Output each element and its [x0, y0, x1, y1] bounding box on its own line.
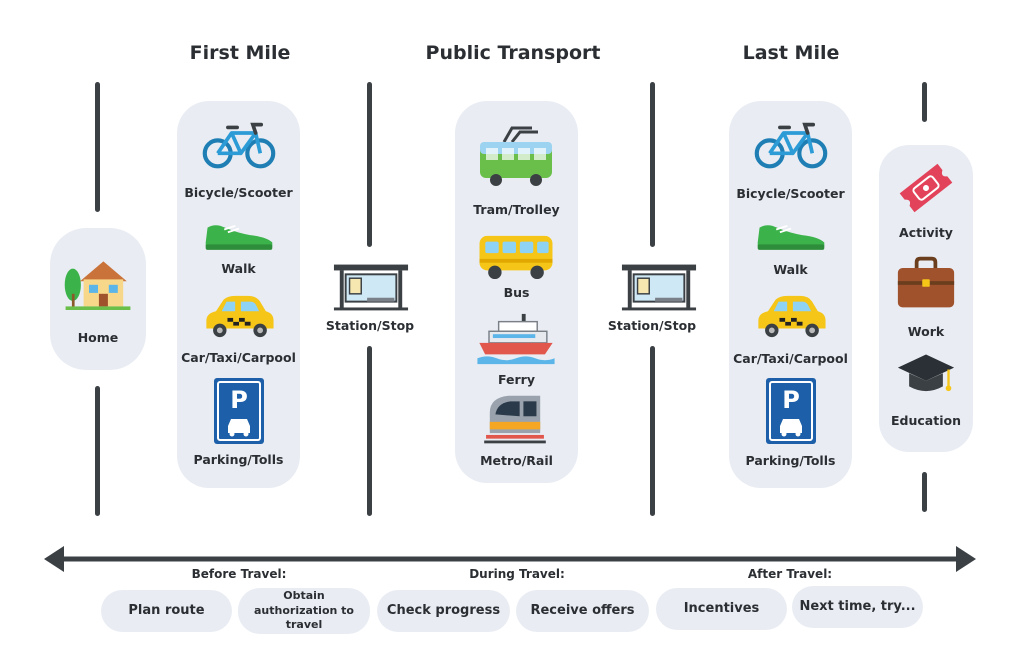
bus-icon: [476, 232, 556, 280]
public-transport-item-label: Ferry: [498, 372, 535, 387]
shoe-icon: [754, 220, 828, 252]
last-mile-item-label: Parking/Tolls: [745, 453, 836, 468]
station-stop-label: Station/Stop: [607, 318, 697, 333]
taxi-icon: [200, 292, 278, 340]
first-mile-item-label: Bicycle/Scooter: [184, 185, 293, 200]
home-label: Home: [77, 330, 119, 345]
briefcase-icon: [896, 256, 956, 310]
parking-icon: [214, 378, 264, 444]
bicycle-icon: [202, 120, 276, 170]
house-icon: [62, 254, 134, 312]
heading-last-mile: Last Mile: [742, 42, 840, 64]
action-check-progress: Check progress: [377, 590, 510, 632]
station-stop-label: Station/Stop: [325, 318, 415, 333]
ferry-icon: [476, 312, 556, 366]
divider-line: [95, 82, 100, 212]
last-mile-item-label: Car/Taxi/Carpool: [733, 351, 848, 366]
destination-label: Activity: [899, 225, 953, 240]
action-plan-route: Plan route: [101, 590, 232, 632]
phase-before-travel: Before Travel:: [191, 567, 287, 581]
action-next-time-try: Next time, try...: [792, 586, 923, 628]
first-mile-item-label: Walk: [221, 261, 256, 276]
phase-during-travel: During Travel:: [469, 567, 565, 581]
divider-line: [95, 386, 100, 516]
divider-line: [367, 82, 372, 247]
action-receive-offers: Receive offers: [516, 590, 649, 632]
divider-line: [650, 346, 655, 516]
action-obtain-authorization: Obtain authorization to travel: [238, 588, 370, 634]
divider-line: [367, 346, 372, 516]
phase-after-travel: After Travel:: [747, 567, 833, 581]
divider-line: [922, 472, 927, 512]
first-mile-item-label: Car/Taxi/Carpool: [181, 350, 296, 365]
heading-first-mile: First Mile: [189, 42, 291, 64]
taxi-icon: [752, 292, 830, 340]
first-mile-item-label: Parking/Tolls: [193, 452, 284, 467]
timeline-arrow: [44, 546, 976, 572]
trolley-icon: [476, 124, 556, 188]
graduation-cap-icon: [896, 350, 956, 404]
last-mile-item-label: Bicycle/Scooter: [736, 186, 845, 201]
parking-icon: [766, 378, 816, 444]
ticket-icon: [896, 158, 956, 218]
heading-public-transport: Public Transport: [425, 42, 601, 64]
public-transport-item-label: Bus: [503, 285, 530, 300]
public-transport-item-label: Tram/Trolley: [473, 202, 560, 217]
bus-shelter-icon: [332, 262, 410, 312]
bus-shelter-icon: [620, 262, 698, 312]
divider-line: [922, 82, 927, 122]
destination-label: Education: [891, 413, 961, 428]
action-incentives: Incentives: [656, 588, 787, 630]
destination-label: Work: [907, 324, 945, 339]
public-transport-item-label: Metro/Rail: [480, 453, 553, 468]
last-mile-item-label: Walk: [773, 262, 808, 277]
shoe-icon: [202, 220, 276, 252]
divider-line: [650, 82, 655, 247]
bicycle-icon: [754, 120, 828, 170]
metro-icon: [480, 392, 550, 448]
